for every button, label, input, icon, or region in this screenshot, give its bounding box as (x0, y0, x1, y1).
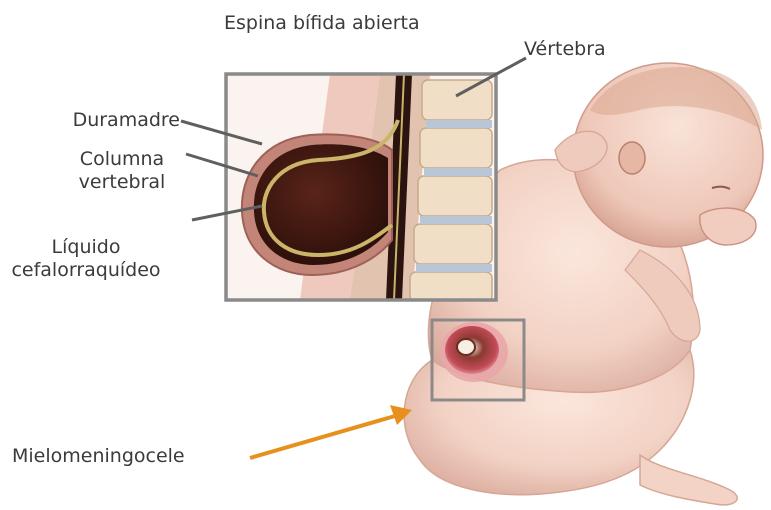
label-columna-line2: vertebral (44, 171, 200, 194)
cross-section-inset (226, 74, 496, 302)
label-liquido-line1: Líquido (6, 236, 166, 259)
label-mielomeningocele: Mielomeningocele (12, 445, 185, 468)
vertebrae-column (410, 80, 492, 302)
label-columna-line1: Columna (44, 148, 200, 171)
mielomeningocele-arrow (250, 405, 412, 458)
baby-hand (700, 208, 756, 245)
label-vertebra: Vértebra (524, 38, 606, 61)
label-liquido-cefalorraquideo: Líquido cefalorraquídeo (6, 236, 166, 282)
lesion-center (457, 339, 475, 355)
baby-foot (640, 455, 737, 505)
label-liquido-line2: cefalorraquídeo (6, 259, 166, 282)
diagram-title: Espina bífida abierta (224, 12, 420, 35)
baby-ear (619, 142, 645, 174)
label-duramadre: Duramadre (30, 109, 180, 132)
label-columna-vertebral: Columna vertebral (44, 148, 200, 194)
csf-cyst (254, 144, 388, 265)
